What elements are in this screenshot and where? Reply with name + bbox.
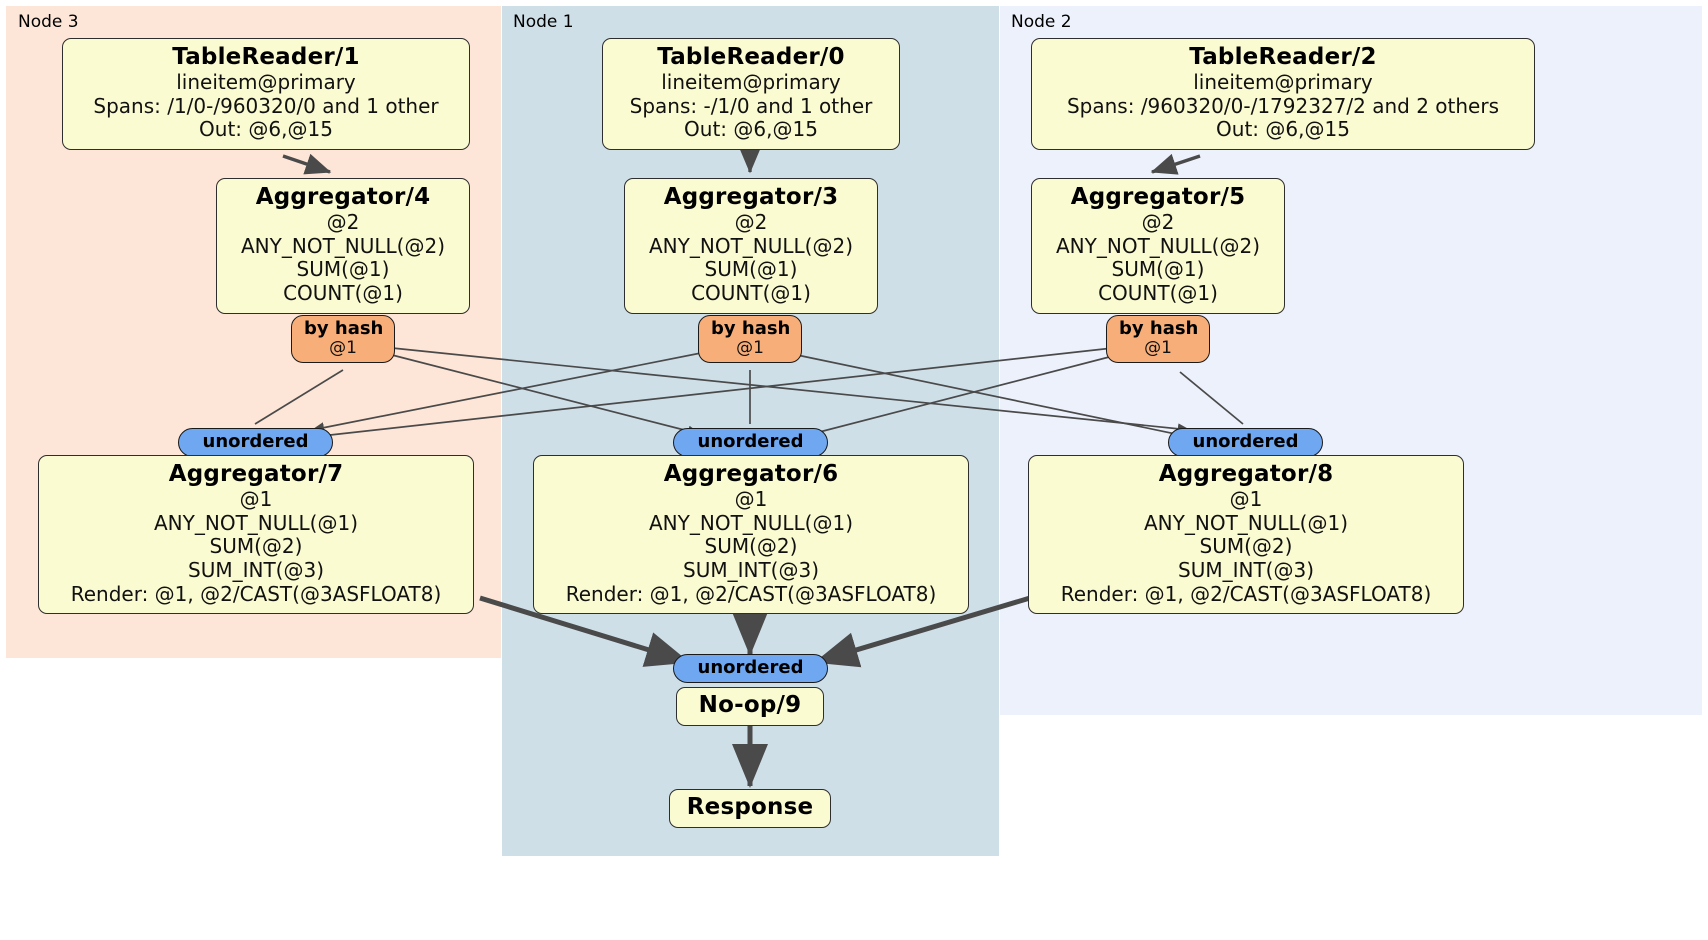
processor-line: @2 (734, 210, 768, 235)
processor-line: COUNT(@1) (691, 280, 811, 305)
processor-line: ANY_NOT_NULL(@1) (1144, 510, 1348, 535)
processor-title: TableReader/2 (1189, 44, 1377, 70)
processor-aggregator-8[interactable]: Aggregator/8 @1 ANY_NOT_NULL(@1) SUM(@2)… (1028, 455, 1464, 615)
input-badge-unordered-right[interactable]: unordered (1168, 428, 1323, 458)
processor-title: Aggregator/7 (168, 461, 344, 487)
processor-line: SUM(@2) (704, 534, 798, 559)
processor-line: @1 (734, 487, 768, 512)
processor-table-reader-2[interactable]: TableReader/2 lineitem@primary Spans: /9… (1031, 38, 1535, 150)
output-badge-by-hash-left[interactable]: by hash @1 (291, 315, 395, 364)
processor-title: Aggregator/3 (663, 184, 839, 210)
processor-line: @1 (1229, 487, 1263, 512)
processor-line: SUM(@1) (1111, 257, 1205, 282)
processor-title: Aggregator/5 (1070, 184, 1246, 210)
processor-line: SUM_INT(@3) (188, 557, 324, 582)
input-badge-unordered-left[interactable]: unordered (178, 428, 333, 458)
processor-line: @1 (239, 487, 273, 512)
badge-sublabel: @1 (329, 338, 357, 359)
badge-label: by hash (304, 318, 384, 339)
processor-response[interactable]: Response (669, 789, 831, 829)
processor-line: SUM(@1) (296, 257, 390, 282)
processor-line: Spans: /960320/0-/1792327/2 and 2 others (1066, 93, 1499, 118)
node-label-node3: Node 3 (18, 12, 79, 32)
processor-aggregator-3[interactable]: Aggregator/3 @2 ANY_NOT_NULL(@2) SUM(@1)… (624, 178, 878, 314)
processor-aggregator-7[interactable]: Aggregator/7 @1 ANY_NOT_NULL(@1) SUM(@2)… (38, 455, 474, 615)
processor-line: ANY_NOT_NULL(@2) (1056, 233, 1260, 258)
processor-aggregator-4[interactable]: Aggregator/4 @2 ANY_NOT_NULL(@2) SUM(@1)… (216, 178, 470, 314)
node-label-node2: Node 2 (1011, 12, 1072, 32)
processor-line: ANY_NOT_NULL(@1) (649, 510, 853, 535)
processor-title: Aggregator/6 (663, 461, 839, 487)
processor-title: Aggregator/8 (1158, 461, 1334, 487)
badge-sublabel: @1 (1144, 338, 1172, 359)
processor-line: SUM_INT(@3) (683, 557, 819, 582)
processor-table-reader-0[interactable]: TableReader/0 lineitem@primary Spans: -/… (602, 38, 900, 150)
processor-title: TableReader/1 (172, 44, 360, 70)
processor-aggregator-6[interactable]: Aggregator/6 @1 ANY_NOT_NULL(@1) SUM(@2)… (533, 455, 969, 615)
processor-line: Out: @6,@15 (1216, 117, 1350, 142)
processor-line: ANY_NOT_NULL(@2) (649, 233, 853, 258)
processor-line: SUM_INT(@3) (1178, 557, 1314, 582)
badge-sublabel: @1 (736, 338, 764, 359)
processor-line: SUM(@2) (1199, 534, 1293, 559)
node-label-node1: Node 1 (513, 12, 574, 32)
badge-label: unordered (202, 431, 309, 452)
processor-line: Out: @6,@15 (684, 117, 818, 142)
processor-line: SUM(@1) (704, 257, 798, 282)
processor-line: Render: @1, @2/CAST(@3ASFLOAT8) (70, 581, 442, 606)
badge-label: unordered (1192, 431, 1299, 452)
processor-line: ANY_NOT_NULL(@2) (241, 233, 445, 258)
output-badge-by-hash-right[interactable]: by hash @1 (1106, 315, 1210, 364)
badge-label: unordered (697, 657, 804, 678)
processor-title: Response (686, 794, 814, 820)
processor-line: lineitem@primary (1193, 70, 1373, 95)
badge-label: by hash (711, 318, 791, 339)
processor-no-op-9[interactable]: No-op/9 (676, 687, 824, 727)
processor-table-reader-1[interactable]: TableReader/1 lineitem@primary Spans: /1… (62, 38, 470, 150)
processor-line: @2 (326, 210, 360, 235)
processor-line: Render: @1, @2/CAST(@3ASFLOAT8) (1060, 581, 1432, 606)
badge-label: by hash (1119, 318, 1199, 339)
processor-line: Out: @6,@15 (199, 117, 333, 142)
input-badge-unordered-mid[interactable]: unordered (673, 428, 828, 458)
processor-line: ANY_NOT_NULL(@1) (154, 510, 358, 535)
badge-label: unordered (697, 431, 804, 452)
processor-line: SUM(@2) (209, 534, 303, 559)
processor-line: Spans: -/1/0 and 1 other (629, 93, 873, 118)
processor-line: COUNT(@1) (1098, 280, 1218, 305)
processor-line: Spans: /1/0-/960320/0 and 1 other (93, 93, 439, 118)
processor-line: lineitem@primary (661, 70, 841, 95)
output-badge-by-hash-mid[interactable]: by hash @1 (698, 315, 802, 364)
input-badge-unordered-final[interactable]: unordered (673, 654, 828, 684)
processor-line: lineitem@primary (176, 70, 356, 95)
processor-title: TableReader/0 (657, 44, 845, 70)
processor-line: COUNT(@1) (283, 280, 403, 305)
processor-line: @2 (1141, 210, 1175, 235)
processor-line: Render: @1, @2/CAST(@3ASFLOAT8) (565, 581, 937, 606)
processor-aggregator-5[interactable]: Aggregator/5 @2 ANY_NOT_NULL(@2) SUM(@1)… (1031, 178, 1285, 314)
processor-title: No-op/9 (698, 692, 802, 718)
processor-title: Aggregator/4 (255, 184, 431, 210)
